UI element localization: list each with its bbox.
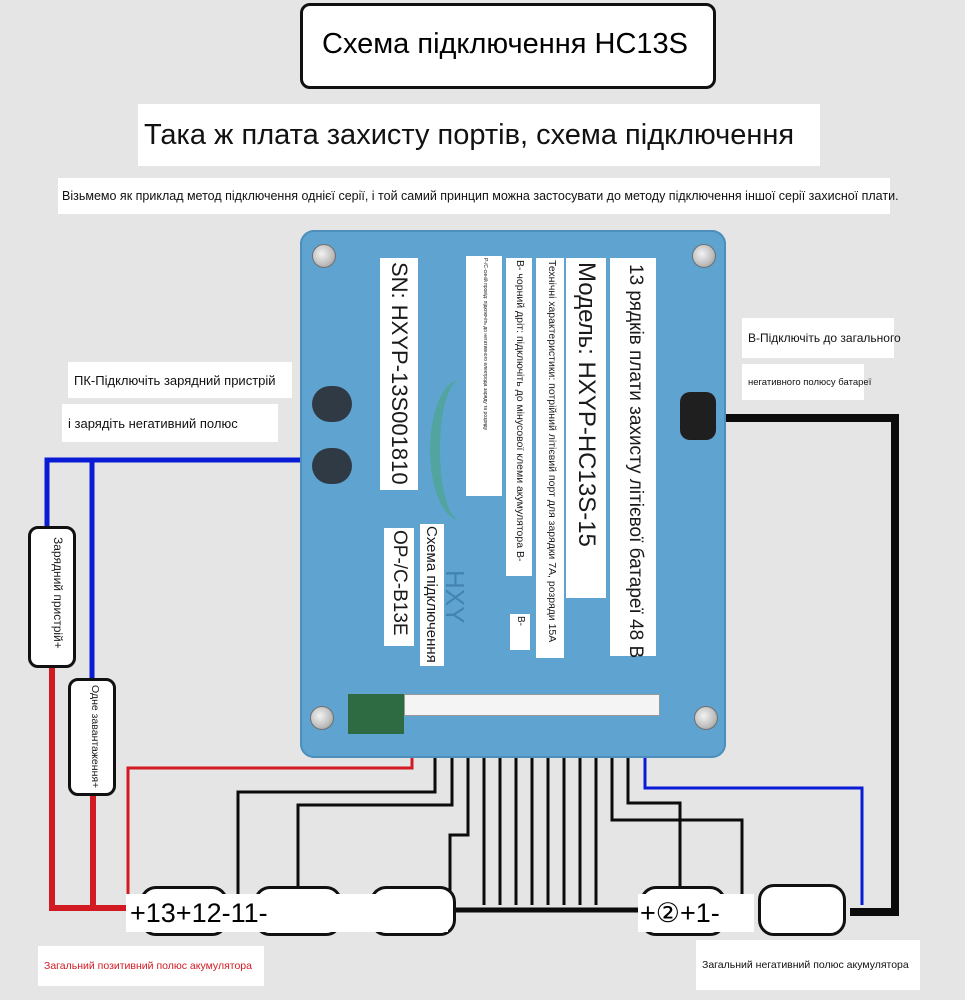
- right-terminal-circled: ②: [655, 897, 680, 928]
- left-terminal-group-label: +13+12-11-: [126, 894, 448, 932]
- pc-minus-note: P-/C-синій провід: підключіть до негатив…: [482, 258, 488, 431]
- total-positive-label: Загальний позитивний полюс акумулятора: [38, 946, 264, 986]
- load-plus-label: Одне завантаження+: [89, 685, 101, 789]
- charger-plus-label: Зарядний пристрій+: [51, 537, 65, 649]
- pc-label-line2: і зарядіть негативний полюс: [62, 404, 278, 442]
- b-minus-note: В- чорний дріт: підключіть до мінусової …: [514, 260, 526, 562]
- specs-label: Технічні характеристики: потрійний літіє…: [546, 260, 558, 643]
- load-plus-box: Одне завантаження+: [68, 678, 116, 796]
- brand-logo: [430, 380, 490, 520]
- pc-minus-note-box: P-/C-синій провід: підключіть до негатив…: [466, 256, 502, 496]
- intro-text: Візьмемо як приклад метод підключення од…: [58, 178, 899, 214]
- pc-minus-wire: [44, 457, 340, 535]
- right-terminal-suffix: +1-: [680, 897, 720, 928]
- pc-label-line1: ПК-Підключіть зарядний пристрій: [68, 362, 292, 398]
- right-terminal-group-label: +②+1-: [638, 894, 754, 932]
- screw-icon: [310, 706, 334, 730]
- right-terminal-prefix: +: [640, 897, 656, 928]
- capacity-label: 13 рядків плати захисту літієвої батареї…: [625, 264, 646, 659]
- serial-label: SN: HXYP-13S001810: [387, 262, 412, 485]
- model-label: Модель: HXYP-HC13S-15: [573, 262, 600, 547]
- model-label-box: Модель: HXYP-HC13S-15: [566, 258, 606, 598]
- screw-icon: [312, 244, 336, 268]
- total-negative-label: Загальний негативний полюс акумулятора: [696, 940, 920, 990]
- balance-connector: [404, 694, 660, 716]
- b-label-line2: негативного полюсу батареї: [742, 364, 871, 400]
- diagram-label: Схема підключення: [423, 526, 440, 663]
- version-label: OP-/C-B13E: [389, 530, 410, 636]
- serial-label-box: SN: HXYP-13S001810: [380, 258, 418, 490]
- page-title: Схема підключення HC13S: [312, 12, 698, 76]
- b-minus-note-box: В- чорний дріт: підключіть до мінусової …: [506, 258, 532, 576]
- b-minus-wire: [705, 414, 899, 916]
- b-minus-pad-box: B-: [510, 614, 530, 650]
- b-label-line1: В-Підключіть до загального: [742, 318, 901, 358]
- screw-icon: [694, 706, 718, 730]
- subtitle: Така ж плата захисту портів, схема підкл…: [138, 104, 820, 166]
- capacity-label-box: 13 рядків плати захисту літієвої батареї…: [610, 258, 656, 659]
- battery-terminal-1: [758, 884, 846, 936]
- pc-minus-bolt: [312, 386, 352, 422]
- pcb-component: [348, 694, 404, 734]
- specs-label-box: Технічні характеристики: потрійний літіє…: [536, 258, 564, 658]
- diagram-label-box: Схема підключення: [420, 524, 444, 666]
- b-minus-bolt: [680, 392, 716, 440]
- sense-wire-bundle: [236, 710, 744, 905]
- screw-icon: [692, 244, 716, 268]
- version-label-box: OP-/C-B13E: [384, 528, 414, 646]
- charger-plus-box: Зарядний пристрій+: [28, 526, 76, 668]
- b-minus-pad-label: B-: [515, 616, 526, 626]
- pc-minus-bolt: [312, 448, 352, 484]
- red-charger-wire: [49, 665, 135, 911]
